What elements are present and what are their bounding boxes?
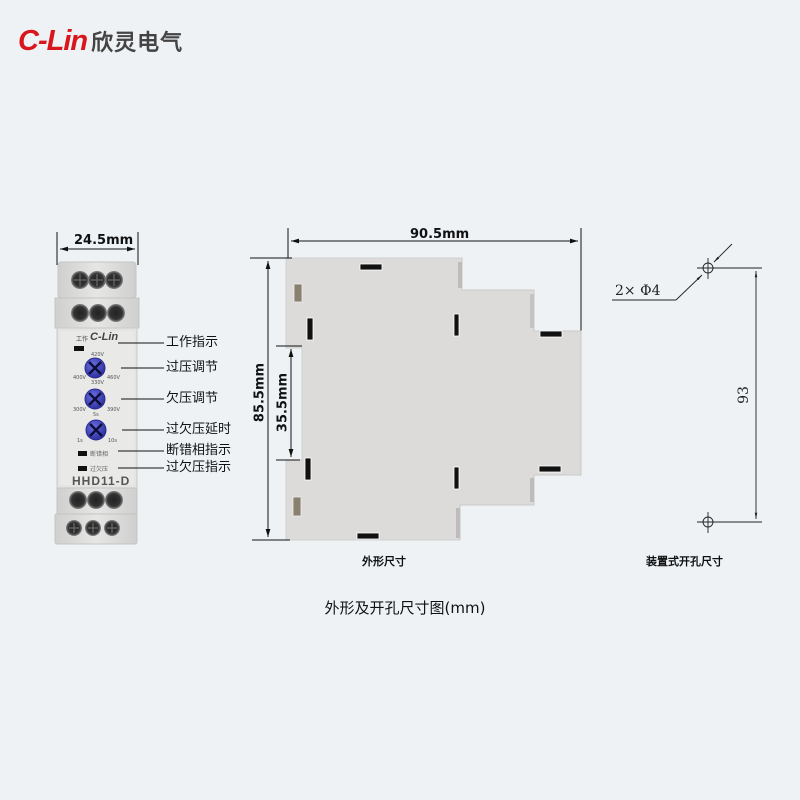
callout-voltage-indicator: 过欠压指示 xyxy=(166,460,232,475)
side-width-dimension: 90.5mm xyxy=(410,227,470,242)
brand-logo: C-Lin 欣灵电气 xyxy=(18,24,184,57)
side-view-caption: 外形尺寸 xyxy=(362,555,406,568)
delay-knob xyxy=(85,419,107,441)
side-height-dimension: 85.5mm xyxy=(252,362,268,423)
callout-phase-indicator: 断错相指示 xyxy=(166,443,232,458)
knob3-left-scale: 1s xyxy=(77,438,83,444)
brand-latin: C-Lin xyxy=(18,24,88,57)
callout-work-indicator: 工作指示 xyxy=(166,335,219,350)
panel-logo: C-Lin xyxy=(90,331,119,343)
knob1-top-scale: 420V xyxy=(91,352,104,358)
panel-work-label: 工作 xyxy=(76,336,89,343)
callout-overvoltage-adjust: 过压调节 xyxy=(166,360,219,375)
knob1-bottom-scale: 330V xyxy=(91,380,104,386)
brand-chinese: 欣灵电气 xyxy=(91,31,184,56)
knob2-bottom-scale: 5s xyxy=(93,412,99,418)
rail-dimension: 35.5mm xyxy=(275,372,291,433)
panel-phase-label: 断错相 xyxy=(90,451,109,458)
front-view-device xyxy=(54,232,140,545)
knob1-left-scale: 400V xyxy=(73,375,86,381)
knob2-left-scale: 300V xyxy=(73,407,86,413)
mount-view-caption: 装置式开孔尺寸 xyxy=(646,555,723,568)
front-width-dimension: 24.5mm xyxy=(74,233,134,248)
undervoltage-knob xyxy=(84,388,106,410)
knob3-right-scale: 10s xyxy=(108,438,117,444)
mounting-hole-view xyxy=(612,243,762,533)
device-model: HHD11-D xyxy=(72,474,131,488)
side-view-profile xyxy=(250,228,582,541)
figure-caption: 外形及开孔尺寸图(mm) xyxy=(324,599,486,617)
hole-spacing-label: 93 xyxy=(735,386,752,404)
callout-delay-adjust: 过欠压延时 xyxy=(166,422,232,437)
knob1-right-scale: 460V xyxy=(107,375,120,381)
callout-undervoltage-adjust: 欠压调节 xyxy=(166,391,219,406)
panel-voltage-label: 过欠压 xyxy=(90,466,109,473)
knob2-right-scale: 390V xyxy=(107,407,120,413)
overvoltage-knob xyxy=(84,357,106,379)
callout-lines xyxy=(118,342,164,469)
hole-spec-label: 2× Φ4 xyxy=(615,283,661,299)
